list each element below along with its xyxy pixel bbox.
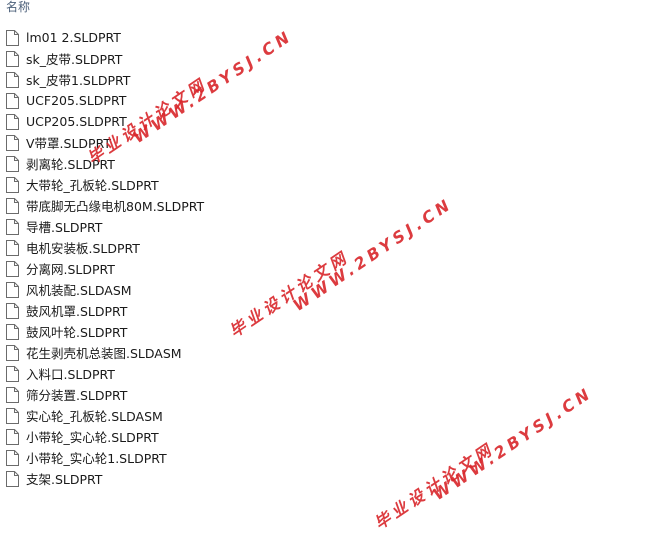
file-item[interactable]: 带底脚无凸缘电机80M.SLDPRT <box>6 195 204 216</box>
watermark-url: WWW.2BYSJ.CN <box>289 193 457 315</box>
file-list: lm01 2.SLDPRT sk_皮带.SLDPRT sk_皮带1.SLDPRT UC… <box>6 27 204 489</box>
file-name: 大带轮_孔板轮.SLDPRT <box>26 178 159 193</box>
file-icon <box>6 239 19 256</box>
file-item[interactable]: 鼓风机罩.SLDPRT <box>6 300 204 321</box>
file-item[interactable]: UCF205.SLDPRT <box>6 90 204 111</box>
file-name: 导槽.SLDPRT <box>26 220 103 235</box>
watermark-url: WWW.2BYSJ.CN <box>429 382 597 504</box>
file-icon <box>6 155 19 172</box>
file-icon <box>6 218 19 235</box>
file-name: 鼓风叶轮.SLDPRT <box>26 325 128 340</box>
file-name: 小带轮_实心轮1.SLDPRT <box>26 451 167 466</box>
file-name: 支架.SLDPRT <box>26 472 103 487</box>
file-name: 筛分装置.SLDPRT <box>26 388 128 403</box>
file-icon <box>6 449 19 466</box>
file-name: 风机装配.SLDASM <box>26 283 132 298</box>
file-icon <box>6 428 19 445</box>
file-icon <box>6 344 19 361</box>
file-item[interactable]: 小带轮_实心轮.SLDPRT <box>6 426 204 447</box>
file-icon <box>6 29 19 46</box>
file-icon <box>6 470 19 487</box>
file-icon <box>6 365 19 382</box>
name-column-header[interactable]: 名称 <box>6 0 31 14</box>
file-icon <box>6 176 19 193</box>
file-name: 分离网.SLDPRT <box>26 262 115 277</box>
file-name: 花生剥壳机总装图.SLDASM <box>26 346 182 361</box>
file-icon <box>6 134 19 151</box>
file-name: 电机安装板.SLDPRT <box>26 241 140 256</box>
file-item[interactable]: lm01 2.SLDPRT <box>6 27 204 48</box>
file-icon <box>6 50 19 67</box>
file-name: 实心轮_孔板轮.SLDASM <box>26 409 163 424</box>
file-item[interactable]: V带罩.SLDPRT <box>6 132 204 153</box>
file-item[interactable]: 大带轮_孔板轮.SLDPRT <box>6 174 204 195</box>
file-name: UCP205.SLDPRT <box>26 114 127 129</box>
file-item[interactable]: 导槽.SLDPRT <box>6 216 204 237</box>
file-item[interactable]: UCP205.SLDPRT <box>6 111 204 132</box>
file-icon <box>6 260 19 277</box>
file-icon <box>6 386 19 403</box>
file-icon <box>6 302 19 319</box>
watermark-cn: 毕业设计论文网 <box>225 247 353 342</box>
file-name: lm01 2.SLDPRT <box>26 30 121 45</box>
file-name: sk_皮带.SLDPRT <box>26 52 123 67</box>
file-name: 剥离轮.SLDPRT <box>26 157 115 172</box>
file-item[interactable]: 小带轮_实心轮1.SLDPRT <box>6 447 204 468</box>
file-item[interactable]: sk_皮带1.SLDPRT <box>6 69 204 90</box>
file-item[interactable]: 入料口.SLDPRT <box>6 363 204 384</box>
file-item[interactable]: sk_皮带.SLDPRT <box>6 48 204 69</box>
watermark-cn: 毕业设计论文网 <box>370 439 498 534</box>
file-icon <box>6 281 19 298</box>
file-name: sk_皮带1.SLDPRT <box>26 73 131 88</box>
file-item[interactable]: 鼓风叶轮.SLDPRT <box>6 321 204 342</box>
file-name: 带底脚无凸缘电机80M.SLDPRT <box>26 199 205 214</box>
file-item[interactable]: 电机安装板.SLDPRT <box>6 237 204 258</box>
file-icon <box>6 407 19 424</box>
file-name: UCF205.SLDPRT <box>26 93 127 108</box>
file-icon <box>6 197 19 214</box>
file-name: 入料口.SLDPRT <box>26 367 115 382</box>
file-icon <box>6 92 19 109</box>
file-icon <box>6 113 19 130</box>
file-name: 鼓风机罩.SLDPRT <box>26 304 128 319</box>
file-item[interactable]: 支架.SLDPRT <box>6 468 204 489</box>
file-name: 小带轮_实心轮.SLDPRT <box>26 430 159 445</box>
file-item[interactable]: 分离网.SLDPRT <box>6 258 204 279</box>
file-item[interactable]: 风机装配.SLDASM <box>6 279 204 300</box>
file-item[interactable]: 剥离轮.SLDPRT <box>6 153 204 174</box>
file-icon <box>6 323 19 340</box>
file-item[interactable]: 实心轮_孔板轮.SLDASM <box>6 405 204 426</box>
file-icon <box>6 71 19 88</box>
file-name: V带罩.SLDPRT <box>26 136 111 151</box>
file-item[interactable]: 筛分装置.SLDPRT <box>6 384 204 405</box>
file-item[interactable]: 花生剥壳机总装图.SLDASM <box>6 342 204 363</box>
